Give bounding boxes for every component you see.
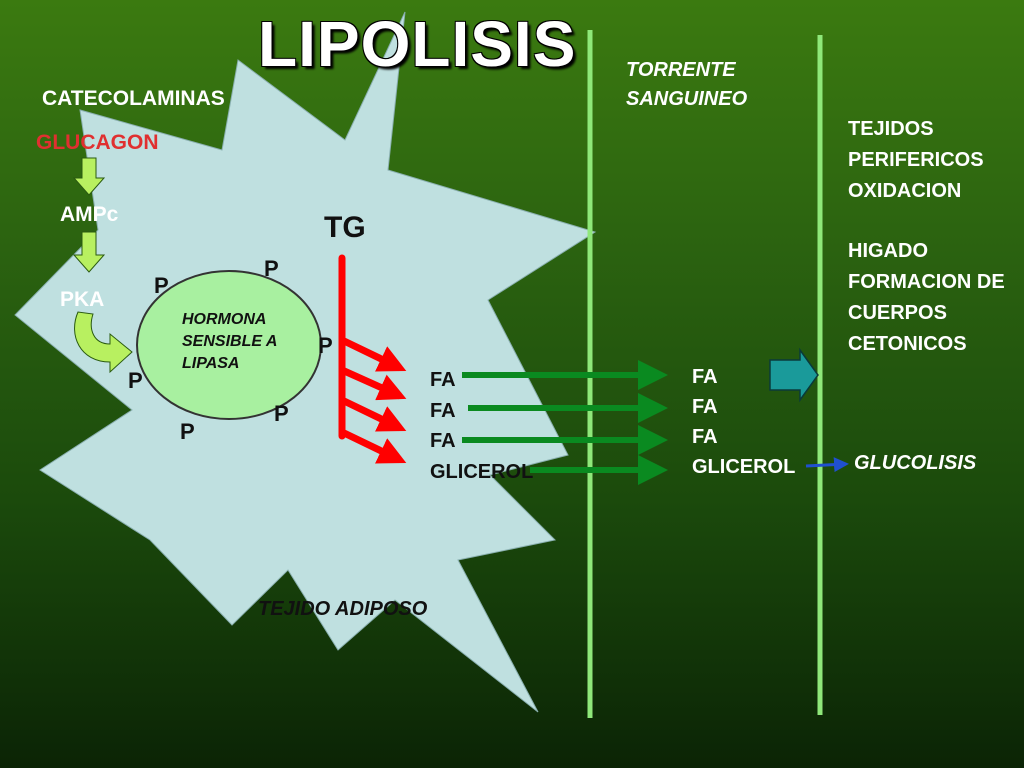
- phosphate-3: P: [318, 333, 333, 358]
- lipase-ellipse: [136, 270, 322, 420]
- blood-fa-3: FA: [692, 426, 718, 448]
- liver-line-3: CUERPOS: [848, 302, 947, 324]
- peripheral-line-2: PERIFERICOS: [848, 149, 984, 171]
- catecolaminas-label: CATECOLAMINAS: [42, 87, 225, 110]
- ampc-to-pka-arrow: [72, 231, 106, 273]
- glucagon-label: GLUCAGON: [36, 131, 159, 154]
- pka-label: PKA: [60, 288, 105, 311]
- glucolisis-arrow: [805, 457, 849, 473]
- lipase-label: HORMONA SENSIBLE A LIPASA: [182, 309, 277, 375]
- peripheral-tissues-label: TEJIDOS PERIFERICOS OXIDACION: [848, 114, 984, 207]
- blood-glicerol: GLICEROL: [692, 456, 796, 478]
- phosphate-4: P: [128, 368, 143, 393]
- liver-label: HIGADO FORMACION DE CUERPOS CETONICOS: [848, 236, 1005, 360]
- liver-line-1: HIGADO: [848, 240, 928, 262]
- blood-fa-1: FA: [692, 366, 718, 388]
- phosphate-1: P: [264, 256, 279, 281]
- lipase-label-line-1: HORMONA: [182, 311, 267, 328]
- tg-branch-glicerol: [340, 428, 407, 464]
- lipase-label-line-3: LIPASA: [182, 355, 240, 372]
- peripheral-line-1: TEJIDOS: [848, 118, 934, 140]
- product-fa-3: FA: [430, 430, 456, 452]
- tg-branch-fa-2: [340, 366, 407, 401]
- blood-stream-label: TORRENTE SANGUINEO: [626, 56, 747, 114]
- liver-line-2: FORMACION DE: [848, 271, 1005, 293]
- product-glicerol: GLICEROL: [430, 461, 534, 483]
- phosphate-5: P: [274, 401, 289, 426]
- tissue-arrow: [769, 347, 819, 403]
- tg-label: TG: [324, 211, 366, 244]
- glucagon-to-ampc-arrow: [72, 157, 106, 196]
- ampc-label: AMPc: [60, 203, 119, 226]
- lipase-label-line-2: SENSIBLE A: [182, 333, 278, 350]
- tg-branch-fa-3: [340, 396, 407, 432]
- tg-branch-fa-1: [340, 336, 407, 372]
- liver-line-4: CETONICOS: [848, 333, 967, 355]
- blood-fa-2: FA: [692, 396, 718, 418]
- glucolisis-label: GLUCOLISIS: [854, 452, 977, 474]
- product-fa-1: FA: [430, 369, 456, 391]
- phosphate-2: P: [154, 273, 169, 298]
- phosphate-6: P: [180, 419, 195, 444]
- blood-label-line-1: TORRENTE: [626, 59, 736, 81]
- pka-to-lipase-arrow: [74, 311, 133, 374]
- peripheral-line-3: OXIDACION: [848, 180, 962, 202]
- blood-label-line-2: SANGUINEO: [626, 88, 748, 110]
- product-fa-2: FA: [430, 400, 456, 422]
- adipose-tissue-label: TEJIDO ADIPOSO: [258, 598, 428, 620]
- slide-title: LIPOLISIS: [258, 8, 577, 80]
